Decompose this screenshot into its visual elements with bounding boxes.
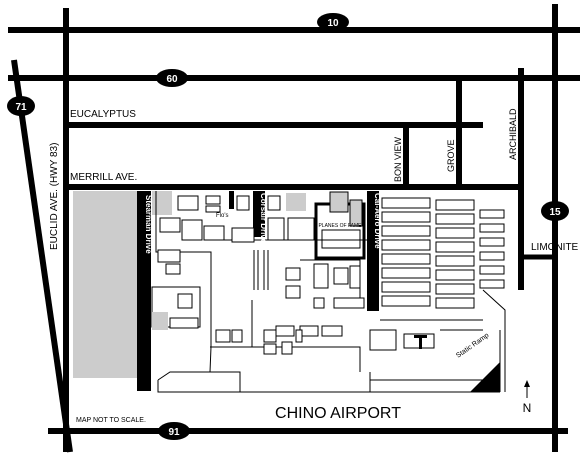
- svg-text:71: 71: [15, 102, 27, 113]
- svg-text:10: 10: [327, 18, 339, 29]
- svg-text:91: 91: [168, 427, 180, 438]
- static-ramp-label: Static Ramp: [455, 332, 490, 360]
- map-title: CHINO AIRPORT: [275, 405, 401, 422]
- merrill-label: MERRILL AVE.: [70, 172, 137, 183]
- north-arrow-icon: [524, 380, 530, 398]
- corsair-label: Corsair Drive: [259, 193, 268, 244]
- grove-label: GROVE: [446, 139, 456, 172]
- hwy60-shield: 60: [156, 69, 188, 87]
- cal-aero-label: Cal-Aero Drive: [373, 193, 382, 249]
- svg-text:60: 60: [166, 74, 178, 85]
- taxiways: [155, 191, 506, 393]
- eucalyptus-label: EUCALYPTUS: [70, 109, 136, 120]
- hwy10-shield: 10: [317, 13, 349, 31]
- flos-label: Flo's: [216, 213, 228, 219]
- ramp-triangle: [470, 362, 500, 392]
- cal-aero-drive: [367, 191, 379, 311]
- hwy71-road: [11, 59, 73, 453]
- limonite-label: LIMONITE: [531, 242, 579, 253]
- scale-note: MAP NOT TO SCALE.: [76, 417, 146, 424]
- hwy91-shield: 91: [158, 422, 190, 440]
- corsair-drive: [253, 191, 265, 237]
- euclid-label: EUCLID AVE. (HWY 83): [49, 143, 60, 250]
- planes-of-fame-label: PLANES OF FAME: [318, 223, 362, 229]
- north-label: N: [523, 401, 532, 415]
- hwy15-shield: 15: [541, 201, 569, 221]
- stearman-drive: [137, 191, 151, 391]
- stearman-label: Stearman Drive: [144, 195, 153, 254]
- buildings: [157, 195, 505, 355]
- archibald-label: ARCHIBALD: [508, 108, 518, 160]
- hwy71-shield: 71: [7, 96, 35, 116]
- open-field: [73, 191, 137, 378]
- parallel-lines: [253, 250, 269, 290]
- svg-text:15: 15: [549, 207, 561, 218]
- static-ramp-plane-icon: [419, 335, 422, 349]
- bonview-label: BON VIEW: [393, 136, 403, 182]
